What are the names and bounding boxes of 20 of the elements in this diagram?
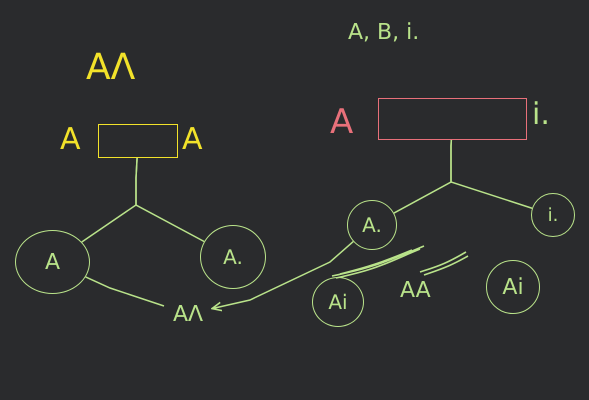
connector-line [450, 140, 532, 209]
side-label: A [330, 105, 354, 139]
note-text: A, B, i. [348, 22, 420, 44]
circled-text: i. [531, 193, 575, 237]
rectangle-box [98, 124, 178, 158]
connector-line [135, 158, 204, 242]
circled-text: A [15, 230, 90, 294]
side-label: A [60, 125, 81, 155]
handwritten-text: AA [400, 280, 431, 302]
handwritten-text: AΛ [164, 300, 212, 328]
heading-text: AΛ [86, 50, 136, 86]
circled-text: A. [347, 200, 397, 250]
side-label: i. [532, 100, 550, 130]
arrow [211, 240, 354, 312]
circled-text: Ai [486, 260, 540, 314]
side-label: A [182, 125, 203, 155]
circled-text: Ai [312, 277, 364, 327]
rectangle-box [378, 98, 527, 140]
circled-text: A. [200, 225, 266, 289]
connector-line [85, 276, 164, 307]
